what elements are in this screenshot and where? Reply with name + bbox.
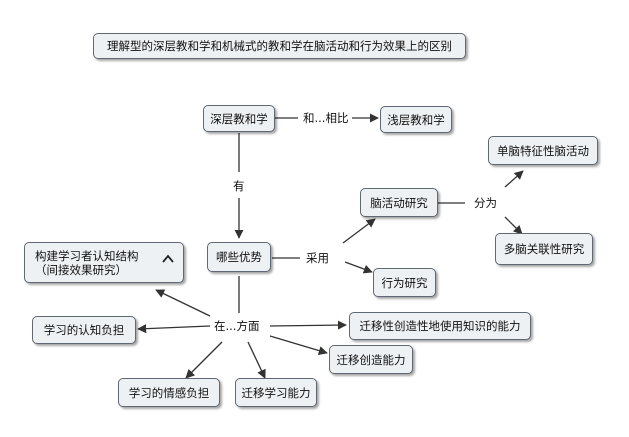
node-cognitive-load[interactable]: 学习的认知负担 bbox=[32, 316, 136, 344]
edge-aspects-transfer-ability bbox=[247, 341, 266, 379]
node-cognitive-load-label: 学习的认知负担 bbox=[43, 323, 125, 337]
edge-aspects-construct bbox=[155, 289, 211, 317]
node-deep-learning-label: 深层教和学 bbox=[210, 111, 268, 126]
node-brain-research-label: 脑活动研究 bbox=[370, 195, 428, 210]
link-label-compare: 和...相比 bbox=[301, 111, 351, 125]
edge-aspects-transfer-creative bbox=[269, 335, 328, 356]
node-multi-brain[interactable]: 多脑关联性研究 bbox=[495, 233, 593, 265]
chevron-up-icon[interactable] bbox=[161, 253, 175, 265]
edge-adopt-behavior bbox=[344, 261, 373, 274]
node-construct-line1: 构建学习者认知结构 bbox=[35, 248, 139, 263]
link-label-adopt: 采用 bbox=[304, 251, 331, 265]
node-single-brain-label: 单脑特征性脑活动 bbox=[497, 143, 589, 158]
node-transfer-creative-label: 迁移创造能力 bbox=[336, 352, 406, 367]
node-transfer-ability-label: 迁移学习能力 bbox=[241, 385, 311, 400]
node-single-brain[interactable]: 单脑特征性脑活动 bbox=[488, 136, 598, 165]
node-advantages-label: 哪些优势 bbox=[216, 250, 262, 264]
edge-aspects-transfer-knowledge bbox=[269, 320, 347, 330]
node-transfer-creative[interactable]: 迁移创造能力 bbox=[329, 345, 413, 374]
node-advantages[interactable]: 哪些优势 bbox=[207, 242, 271, 272]
link-label-divide: 分为 bbox=[472, 196, 499, 210]
node-emotional-load[interactable]: 学习的情感负担 bbox=[118, 378, 220, 407]
edge-divide-single bbox=[504, 170, 524, 188]
node-transfer-knowledge[interactable]: 迁移性创造性地使用知识的能力 bbox=[349, 312, 531, 340]
node-brain-research[interactable]: 脑活动研究 bbox=[360, 188, 438, 217]
node-shallow-learning[interactable]: 浅层教和学 bbox=[380, 106, 452, 133]
hub-aspects[interactable]: 在...方面 bbox=[212, 319, 262, 333]
edge-aspects-emotional bbox=[185, 341, 223, 379]
node-construct-cognition[interactable]: 构建学习者认知结构 （间接效果研究） bbox=[24, 242, 184, 283]
node-shallow-learning-label: 浅层教和学 bbox=[387, 112, 445, 127]
edge-aspects-cognitive bbox=[137, 324, 211, 334]
node-emotional-load-label: 学习的情感负担 bbox=[128, 385, 210, 400]
map-title-text: 理解型的深层教和学和机械式的教和学在脑活动和行为效果上的区别 bbox=[107, 39, 452, 53]
node-multi-brain-label: 多脑关联性研究 bbox=[503, 242, 585, 256]
node-deep-learning[interactable]: 深层教和学 bbox=[203, 105, 275, 132]
map-title[interactable]: 理解型的深层教和学和机械式的教和学在脑活动和行为效果上的区别 bbox=[93, 33, 466, 59]
edge-adopt-brain bbox=[342, 218, 376, 244]
node-behavior-research-label: 行为研究 bbox=[381, 275, 428, 290]
node-transfer-ability[interactable]: 迁移学习能力 bbox=[235, 378, 317, 407]
link-label-have: 有 bbox=[231, 179, 247, 193]
node-construct-line2: （间接效果研究） bbox=[35, 262, 127, 277]
node-transfer-knowledge-label: 迁移性创造性地使用知识的能力 bbox=[359, 319, 521, 333]
node-behavior-research[interactable]: 行为研究 bbox=[373, 268, 436, 297]
edge-divide-multi bbox=[504, 216, 523, 235]
